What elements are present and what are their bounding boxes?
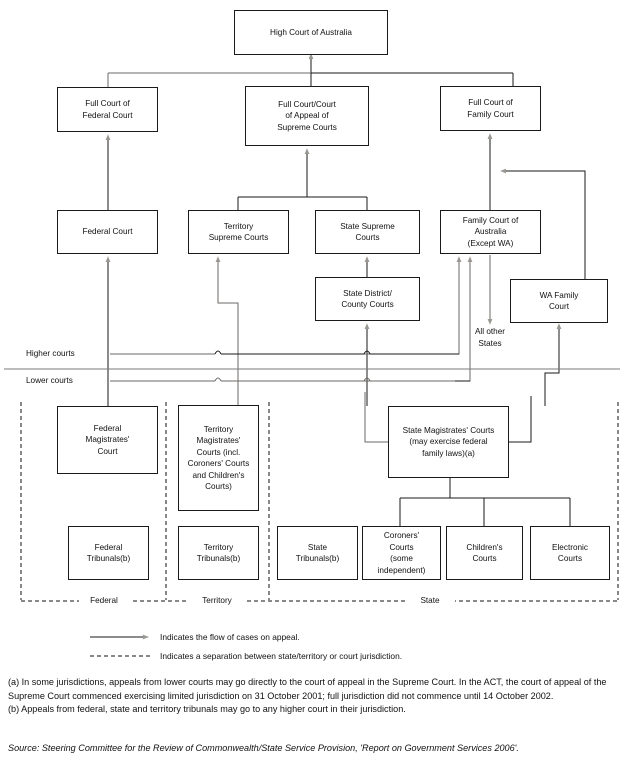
footnote-a: (a) In some jurisdictions, appeals from …: [8, 677, 607, 701]
box-territory-magistrates-courts[interactable]: Territory Magistrates' Courts (incl. Cor…: [178, 405, 259, 511]
courts-level-lines: [110, 350, 470, 382]
box-territory-tribunals[interactable]: Territory Tribunals(b): [178, 526, 259, 580]
box-full-court-family[interactable]: Full Court of Family Court: [440, 86, 541, 131]
box-coroners-courts[interactable]: Coroners' Courts (some independent): [362, 526, 441, 580]
box-federal-magistrates-court[interactable]: Federal Magistrates' Court: [57, 406, 158, 474]
box-electronic-courts[interactable]: Electronic Courts: [530, 526, 610, 580]
arrow-to-wa-family-court: [544, 323, 562, 406]
box-childrens-courts[interactable]: Children's Courts: [446, 526, 523, 580]
box-state-supreme-courts[interactable]: State Supreme Courts: [315, 210, 420, 254]
label-lower-courts: Lower courts: [26, 376, 73, 385]
box-state-magistrates-courts[interactable]: State Magistrates' Courts (may exercise …: [388, 406, 509, 478]
footnotes: (a) In some jurisdictions, appeals from …: [8, 676, 620, 717]
label-higher-courts: Higher courts: [26, 349, 75, 358]
line-state-magistrates-right: [509, 396, 532, 443]
legend-dashed-text: Indicates a separation between state/ter…: [160, 651, 403, 661]
line-state-magistrates-left: [364, 392, 388, 443]
box-full-court-federal[interactable]: Full Court of Federal Court: [57, 87, 158, 132]
box-federal-court[interactable]: Federal Court: [57, 210, 158, 254]
box-federal-tribunals[interactable]: Federal Tribunals(b): [68, 526, 149, 580]
box-full-court-supreme[interactable]: Full Court/Court of Appeal of Supreme Co…: [245, 86, 369, 146]
legend: Indicates the flow of cases on appeal. I…: [0, 620, 624, 680]
label-jurisdiction-territory: Territory: [189, 595, 245, 607]
box-state-tribunals[interactable]: State Tribunals(b): [277, 526, 358, 580]
label-jurisdiction-federal: Federal: [79, 595, 129, 607]
label-all-other-states: All other States: [474, 327, 506, 348]
arrow-wa-family-to-full-court: [500, 168, 586, 279]
box-territory-supreme-courts[interactable]: Territory Supreme Courts: [188, 210, 289, 254]
jurisdiction-separators: [20, 402, 619, 602]
legend-symbols-svg: [90, 634, 152, 657]
footnote-b: (b) Appeals from federal, state and terr…: [8, 704, 406, 715]
box-high-court[interactable]: High Court of Australia: [234, 10, 388, 55]
box-state-district-county-courts[interactable]: State District/ County Courts: [315, 277, 420, 321]
diagram-connectors-svg: [4, 53, 620, 602]
label-jurisdiction-state: State: [405, 595, 455, 607]
court-hierarchy-diagram: High Court of Australia Full Court of Fe…: [4, 10, 620, 607]
box-family-court-australia[interactable]: Family Court of Australia (Except WA): [440, 210, 541, 254]
source-note: Source: Steering Committee for the Revie…: [8, 743, 519, 753]
legend-arrow-text: Indicates the flow of cases on appeal.: [160, 632, 300, 642]
box-wa-family-court[interactable]: WA Family Court: [510, 279, 608, 323]
higher-courts-hop-territory: [214, 350, 222, 355]
